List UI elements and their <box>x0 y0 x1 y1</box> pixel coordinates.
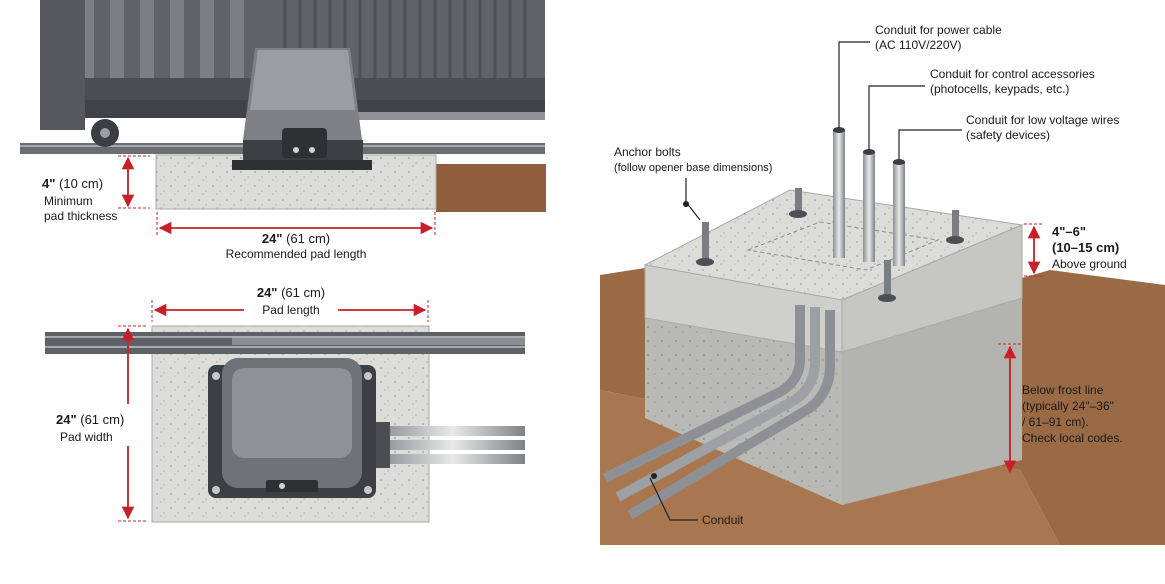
conduit-power-sublabel: (AC 110V/220V) <box>875 38 962 52</box>
leader-anchor <box>685 178 701 221</box>
anchor-bolts-sublabel: (follow opener base dimensions) <box>614 162 772 174</box>
above-ground-metric: (10–15 cm) <box>1052 240 1119 255</box>
top-width-label: 24" (61 cm) <box>56 412 124 427</box>
frost-line-metric: / 61–91 cm). <box>1022 415 1089 429</box>
leader-low-voltage <box>898 129 962 160</box>
top-length-label: 24" (61 cm) <box>257 285 325 300</box>
conduit-low-voltage-sublabel: (safety devices) <box>966 128 1050 142</box>
above-ground-value: 4"–6" <box>1052 224 1086 239</box>
soil-side <box>436 164 546 212</box>
frost-line-range: (typically 24"–36" <box>1022 399 1114 413</box>
conduit-power-label: Conduit for power cable <box>875 23 1002 37</box>
top-conduits <box>372 422 525 468</box>
side-length-label: 24" (61 cm) <box>262 231 330 246</box>
key-lock-icon <box>293 147 299 153</box>
frost-line-label: Below frost line <box>1022 383 1104 397</box>
top-length-caption: Pad length <box>262 303 319 317</box>
thickness-caption-2: pad thickness <box>44 209 117 223</box>
side-view: 4" (10 cm) Minimum pad thickness 24" (61… <box>20 0 546 261</box>
conduit-control-label: Conduit for control accessories <box>930 67 1095 81</box>
gate-opener-motor-top <box>208 358 376 498</box>
anchor-bolts-label: Anchor bolts <box>614 145 681 159</box>
foundation-cutaway: Conduit for power cable (AC 110V/220V) C… <box>600 23 1165 545</box>
leader-conduit <box>649 477 698 521</box>
side-length-caption: Recommended pad length <box>226 247 367 261</box>
conduit-control-sublabel: (photocells, keypads, etc.) <box>930 82 1069 96</box>
leader-power <box>838 41 870 128</box>
top-view: 24" (61 cm) Pad length 24" (61 cm) Pad w… <box>45 285 525 523</box>
above-ground-caption: Above ground <box>1052 257 1127 271</box>
anchor-bolts <box>696 188 964 302</box>
thickness-label: 4" (10 cm) <box>42 176 103 191</box>
conduit-low-voltage-label: Conduit for low voltage wires <box>966 113 1119 127</box>
underground-conduits <box>602 305 835 520</box>
vertical-conduits <box>833 127 905 266</box>
gate-opener-motor-side <box>232 48 372 170</box>
thickness-caption-1: Minimum <box>44 194 93 208</box>
frost-line-note: Check local codes. <box>1022 431 1123 445</box>
top-width-caption: Pad width <box>60 430 113 444</box>
leader-control <box>868 85 925 150</box>
conduit-label: Conduit <box>702 513 744 527</box>
